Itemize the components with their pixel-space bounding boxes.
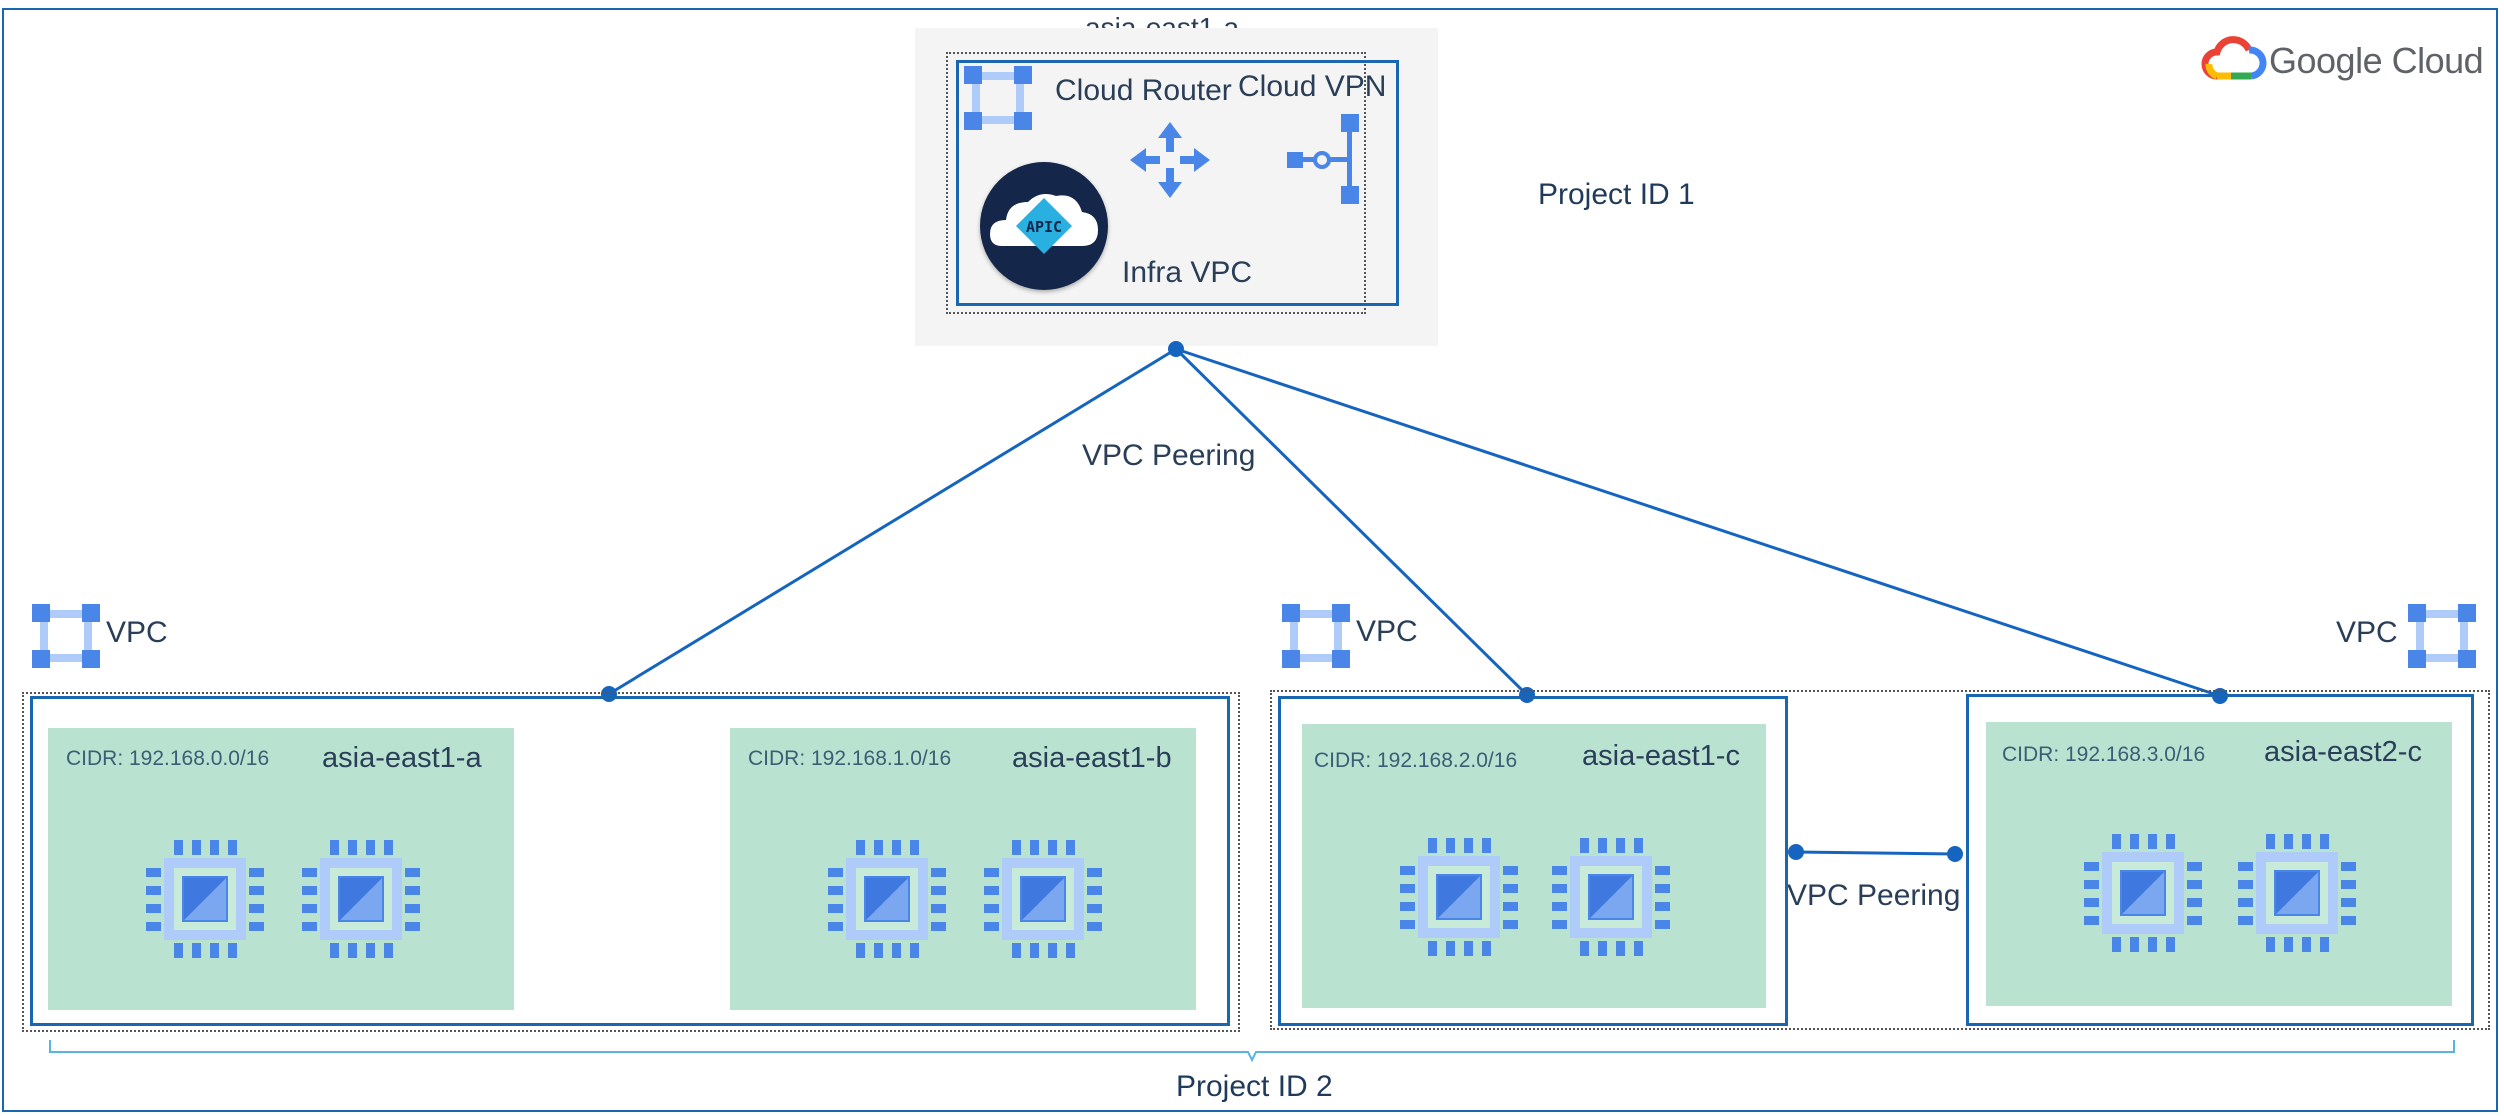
subnet-zone: asia-east1-c bbox=[1582, 740, 1740, 772]
subnet-cidr: CIDR: 192.168.1.0/16 bbox=[748, 747, 952, 770]
vpc-peering-label-bottom: VPC Peering bbox=[1787, 879, 1961, 912]
vpc-right-box bbox=[1966, 694, 2474, 1026]
compute-instance-icon bbox=[2236, 832, 2358, 954]
google-cloud-wordmark: Google Cloud bbox=[2269, 40, 2484, 81]
subnet-asia-east1-b: CIDR: 192.168.1.0/16 asia-east1-b bbox=[730, 728, 1196, 1010]
cloud-vpn-label: Cloud VPN bbox=[1238, 70, 1387, 103]
infra-zone-dotted-border bbox=[946, 52, 1366, 314]
subnet-asia-east1-a: CIDR: 192.168.0.0/16 asia-east1-a bbox=[48, 728, 514, 1010]
vpc-right-title: VPC bbox=[2336, 616, 2398, 649]
vpc-right-network-icon bbox=[2406, 602, 2478, 670]
vpc-left-network-icon bbox=[30, 602, 102, 670]
subnet-cidr: CIDR: 192.168.2.0/16 bbox=[1314, 749, 1518, 772]
google-cloud-logo: Google Cloud bbox=[2201, 36, 2495, 86]
subnet-zone: asia-east1-a bbox=[322, 742, 482, 774]
subnet-asia-east2-c: CIDR: 192.168.3.0/16 asia-east2-c bbox=[1986, 722, 2452, 1006]
vpc-mid-box bbox=[1278, 696, 1788, 1026]
infra-vpc-box bbox=[956, 60, 1399, 306]
subnet-zone: asia-east2-c bbox=[2264, 736, 2422, 768]
vpc-mid-title: VPC bbox=[1356, 615, 1418, 648]
project-id-2-label: Project ID 2 bbox=[1176, 1070, 1333, 1103]
google-cloud-logo-icon bbox=[2201, 36, 2267, 80]
cloud-router-icon bbox=[1130, 122, 1210, 198]
subnet-cidr: CIDR: 192.168.0.0/16 bbox=[66, 747, 270, 770]
subnet-cidr: CIDR: 192.168.3.0/16 bbox=[2002, 743, 2206, 766]
compute-instance-icon bbox=[144, 838, 266, 960]
vpc-right-group-dotted-border bbox=[1270, 690, 2490, 1030]
vpc-left-title: VPC bbox=[106, 616, 168, 649]
compute-instance-icon bbox=[826, 838, 948, 960]
subnet-zone: asia-east1-b bbox=[1012, 742, 1172, 774]
compute-instance-icon bbox=[982, 838, 1104, 960]
cloud-vpn-icon bbox=[1287, 114, 1359, 204]
vpc-left-dotted-border bbox=[22, 692, 1240, 1032]
cloud-router-label: Cloud Router bbox=[1055, 74, 1232, 107]
vpc-left-box bbox=[30, 696, 1230, 1026]
project-id-1-label: Project ID 1 bbox=[1538, 178, 1695, 211]
compute-instance-icon bbox=[300, 838, 422, 960]
vpc-peering-label-top: VPC Peering bbox=[1082, 439, 1256, 472]
apic-text: APIC bbox=[1025, 218, 1063, 236]
compute-instance-icon bbox=[2082, 832, 2204, 954]
infra-vpc-network-icon bbox=[962, 64, 1034, 132]
apic-cloud-shape bbox=[990, 194, 1098, 254]
compute-instance-icon bbox=[1550, 836, 1672, 958]
vpc-mid-network-icon bbox=[1280, 602, 1352, 670]
project-id-2-bracket bbox=[49, 1040, 2455, 1063]
infra-vpc-label: Infra VPC bbox=[1122, 256, 1253, 289]
subnet-asia-east1-c: CIDR: 192.168.2.0/16 asia-east1-c bbox=[1302, 724, 1766, 1008]
compute-instance-icon bbox=[1398, 836, 1520, 958]
cisco-apic-icon: APIC bbox=[980, 162, 1108, 290]
diagram-frame bbox=[2, 8, 2498, 1112]
